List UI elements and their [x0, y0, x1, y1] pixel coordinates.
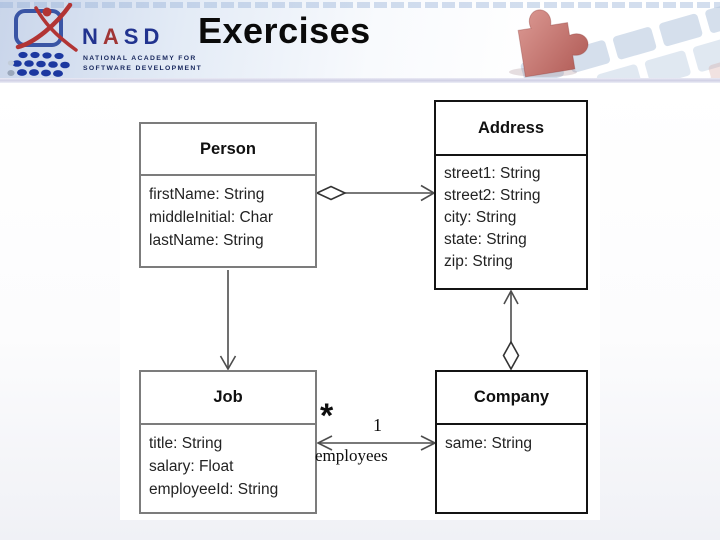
attribute-row: state: String — [444, 231, 527, 248]
aggregation-diamond-company — [502, 340, 520, 371]
attribute-row: title: String — [149, 435, 223, 452]
class-box-job: Job title: String salary: Float employee… — [139, 370, 317, 514]
header-divider — [0, 78, 720, 83]
attribute-row: zip: String — [444, 253, 513, 270]
slide-header: NASD NATIONAL ACADEMY FOR SOFTWARE DEVEL… — [0, 0, 720, 78]
open-arrowhead-address-bottom — [503, 289, 519, 305]
attribute-list: same: String — [437, 425, 586, 455]
attribute-row: employeeId: String — [149, 481, 279, 498]
class-box-person: Person firstName: String middleInitial: … — [139, 122, 317, 268]
logo-caption: NATIONAL ACADEMY FOR SOFTWARE DEVELOPMEN… — [83, 54, 203, 73]
attribute-row: salary: Float — [149, 458, 234, 475]
attribute-row: firstName: String — [149, 186, 265, 203]
multiplicity-one-label: 1 — [373, 415, 382, 435]
diagram-connectors — [219, 184, 520, 451]
nasd-logo: NASD NATIONAL ACADEMY FOR SOFTWARE DEVEL… — [6, 3, 203, 77]
class-box-company: Company same: String — [435, 370, 588, 514]
class-title: Company — [437, 372, 586, 425]
attribute-row: street2: String — [444, 187, 541, 204]
attribute-list: firstName: String middleInitial: Char la… — [141, 176, 315, 252]
class-title: Person — [141, 124, 315, 176]
class-box-address: Address street1: String street2: String … — [434, 100, 588, 290]
attribute-row: lastName: String — [149, 232, 264, 249]
attribute-row: city: String — [444, 209, 517, 226]
puzzle-piece-icon — [509, 9, 589, 78]
multiplicity-star-label: * — [320, 397, 334, 435]
logo-letter: S — [123, 24, 144, 49]
monitor-gymnast-icon — [7, 3, 78, 77]
logo-letter: A — [102, 24, 124, 49]
slide-body: Person firstName: String middleInitial: … — [0, 83, 720, 540]
attribute-row: street1: String — [444, 165, 541, 182]
page-title: Exercises — [198, 10, 371, 51]
uml-class-diagram: Person firstName: String middleInitial: … — [120, 85, 600, 520]
logo-wordmark: NASD — [82, 24, 164, 50]
logo-letter: D — [143, 24, 165, 49]
attribute-list: title: String salary: Float employeeId: … — [141, 425, 315, 501]
open-arrowhead-job-right — [316, 435, 333, 451]
keyboard-strip-decoration — [0, 2, 720, 8]
role-employees-label: employees — [315, 446, 388, 465]
attribute-row: same: String — [445, 435, 533, 452]
logo-caption-line1: NATIONAL ACADEMY FOR — [83, 55, 197, 62]
class-title: Job — [141, 372, 315, 425]
attribute-list: street1: String street2: String city: St… — [436, 156, 586, 273]
open-arrowhead-job-top — [219, 355, 237, 371]
logo-letter: N — [82, 24, 103, 49]
aggregation-diamond-person — [315, 185, 347, 201]
attribute-row: middleInitial: Char — [149, 209, 274, 226]
class-title: Address — [436, 102, 586, 156]
logo-caption-line2: SOFTWARE DEVELOPMENT — [83, 64, 203, 72]
